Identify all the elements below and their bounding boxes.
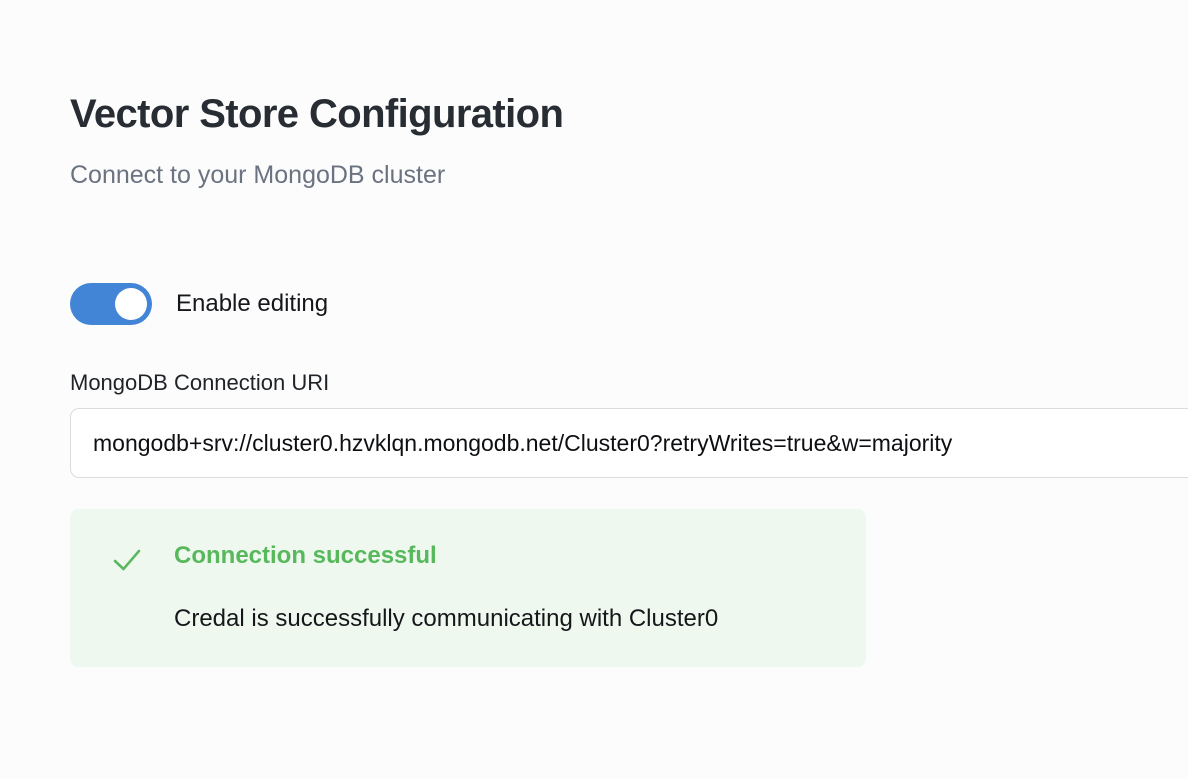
status-title: Connection successful	[174, 542, 437, 569]
connection-uri-label: MongoDB Connection URI	[70, 370, 330, 395]
enable-editing-row: Enable editing	[70, 283, 328, 325]
connection-uri-input[interactable]	[70, 408, 1188, 478]
check-icon	[110, 543, 144, 577]
enable-editing-toggle[interactable]	[70, 283, 152, 325]
page-subtitle: Connect to your MongoDB cluster	[70, 161, 446, 189]
connection-status-banner: Connection successful Credal is successf…	[70, 509, 866, 667]
toggle-knob-icon	[115, 288, 147, 320]
status-message: Credal is successfully communicating wit…	[174, 605, 719, 632]
page-title: Vector Store Configuration	[70, 92, 564, 136]
enable-editing-label: Enable editing	[176, 290, 329, 317]
